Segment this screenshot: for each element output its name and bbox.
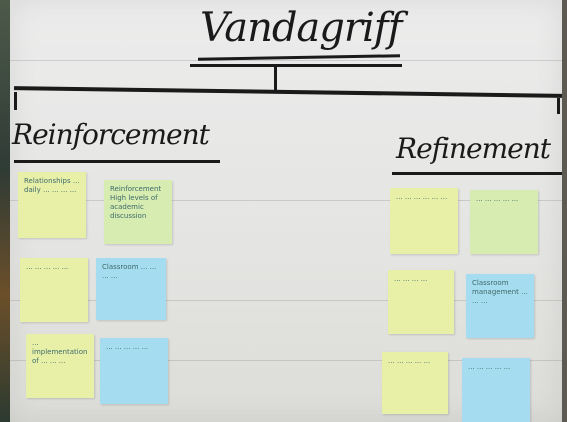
- sticky-note: ... ... ... ... ...: [100, 338, 168, 404]
- tree-stem: [274, 66, 277, 92]
- sticky-note: Reinforcement High levels of academic di…: [104, 180, 172, 244]
- refinement-heading: Refinement: [396, 132, 551, 165]
- sticky-note: Classroom ... ... ... ...: [96, 258, 166, 320]
- tree-drop-left: [14, 92, 17, 110]
- bookshelf-right: [559, 0, 567, 422]
- reinforcement-underline: [14, 160, 220, 163]
- sticky-note: ... ... ... ...: [388, 270, 454, 334]
- sticky-note: ... ... ... ... ... ...: [390, 188, 458, 254]
- reinforcement-heading: Reinforcement: [12, 118, 210, 151]
- sticky-note: ... ... ... ... ...: [382, 352, 448, 414]
- sticky-note: Classroom management ... ... ...: [466, 274, 534, 338]
- refinement-underline: [392, 172, 562, 175]
- sticky-note: ... ... ... ... ...: [470, 190, 538, 254]
- board-title: Vandagriff: [200, 5, 402, 51]
- sticky-note: ... implementation of ... ... ...: [26, 334, 94, 398]
- sticky-note: ... ... ... ... ...: [20, 258, 88, 322]
- sticky-note: Relationships ... daily ... ... ... ...: [18, 172, 86, 238]
- title-underline-2: [190, 64, 402, 67]
- sticky-note: ... ... ... ... ...: [462, 358, 530, 422]
- tree-drop-right: [557, 98, 560, 114]
